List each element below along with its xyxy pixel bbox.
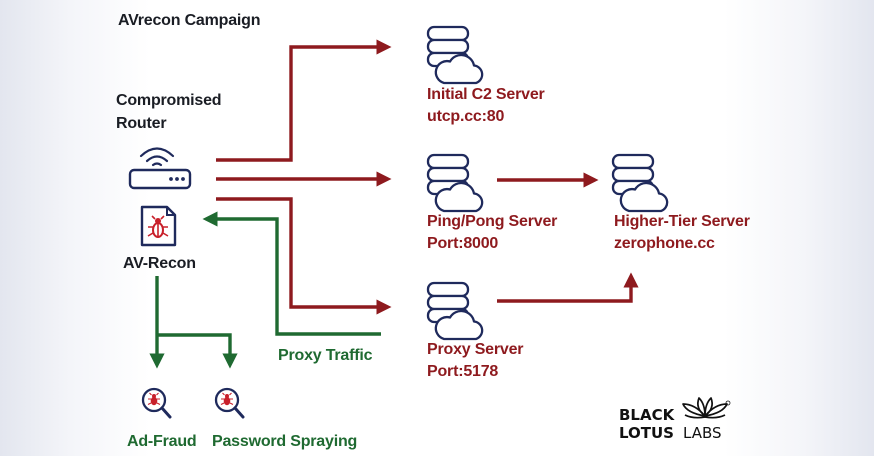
bug-file-icon — [140, 205, 177, 247]
arrow-router-to-proxy — [216, 197, 392, 315]
logo-word-labs: LABS — [683, 424, 722, 442]
arrow-router-to-initial-c2 — [216, 39, 392, 162]
ping-pong-server-detail: Port:8000 — [427, 235, 499, 252]
wifi-router-icon — [128, 147, 192, 190]
router-label-line2: Router — [116, 115, 167, 132]
arrow-proxy-to-higher-tier — [497, 272, 639, 303]
higher-tier-server-name: Higher-Tier Server — [614, 213, 750, 230]
proxy-traffic-label: Proxy Traffic — [278, 347, 373, 364]
initial-c2-server-detail: utcp.cc:80 — [427, 108, 505, 125]
higher-tier-server-icon — [611, 153, 669, 213]
logo-word-lotus: LOTUS — [619, 424, 674, 442]
initial-c2-server-icon — [426, 25, 484, 85]
proxy-server-detail: Port:5178 — [427, 363, 499, 380]
initial-c2-server-name: Initial C2 Server — [427, 86, 545, 103]
malware-label: AV-Recon — [123, 255, 196, 272]
ad-fraud-label: Ad-Fraud — [127, 433, 197, 450]
logo-word-black: BLACK — [619, 406, 675, 424]
arrow-to-password-spraying — [157, 333, 238, 369]
password-spraying-icon — [214, 387, 245, 419]
ad-fraud-icon — [141, 387, 172, 419]
ping-pong-server-name: Ping/Pong Server — [427, 213, 558, 230]
router-label-line1: Compromised — [116, 92, 222, 109]
proxy-server-name: Proxy Server — [427, 341, 524, 358]
lotus-flower-icon — [682, 397, 728, 419]
diagram-title: AVrecon Campaign — [118, 12, 261, 29]
higher-tier-server-detail: zerophone.cc — [614, 235, 715, 252]
arrow-proxy-traffic — [202, 211, 381, 336]
ping-pong-server-icon — [426, 153, 484, 213]
password-spraying-label: Password Spraying — [212, 433, 358, 450]
proxy-server-icon — [426, 281, 484, 341]
registered-mark-icon — [725, 400, 731, 406]
